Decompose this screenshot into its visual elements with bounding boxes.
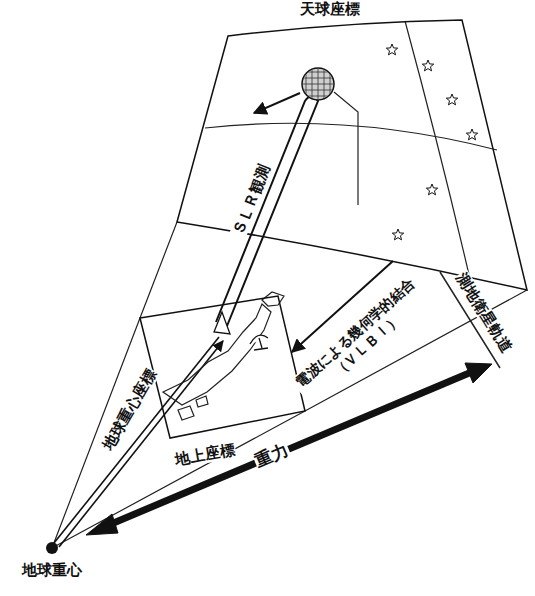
gravity-label: 重力 <box>252 440 293 472</box>
celestial-region: 天球座標 <box>155 0 533 300</box>
star-symbols <box>386 44 477 240</box>
slr-label: ＳＬＲ観測 <box>230 161 275 239</box>
star-symbol <box>422 60 433 71</box>
star-symbol <box>426 184 437 195</box>
node-outline <box>155 0 533 300</box>
gravity-arrow <box>86 363 492 535</box>
region-label: 地上座標 <box>173 441 237 469</box>
star-symbol <box>466 129 477 140</box>
slr-loop <box>216 93 318 326</box>
cone-lines <box>52 21 527 548</box>
orbit-label: 測地衛星軌道 <box>452 269 515 356</box>
coordinate-label: 地球重心座標 <box>100 366 161 454</box>
japan-map <box>163 292 284 420</box>
region-label: 地球重心 <box>21 562 83 579</box>
node-outline <box>135 290 315 475</box>
center-dot <box>46 542 58 554</box>
region-outline <box>177 20 527 290</box>
satellite-globe <box>302 68 334 100</box>
star-symbol <box>386 44 397 55</box>
region-label: 天球座標 <box>299 1 361 18</box>
node-outline <box>12 538 92 588</box>
edge-label: 電波による幾何学的結合 （ＶＬＢＩ） <box>289 272 432 405</box>
earth-center: 地球重心 <box>12 538 92 588</box>
ground-region: 地上座標 <box>135 290 315 475</box>
star-symbol <box>392 229 403 240</box>
star-symbol <box>446 94 457 105</box>
ground-stations <box>214 312 268 350</box>
region-outline <box>140 296 305 438</box>
signal-arrow <box>292 261 393 352</box>
